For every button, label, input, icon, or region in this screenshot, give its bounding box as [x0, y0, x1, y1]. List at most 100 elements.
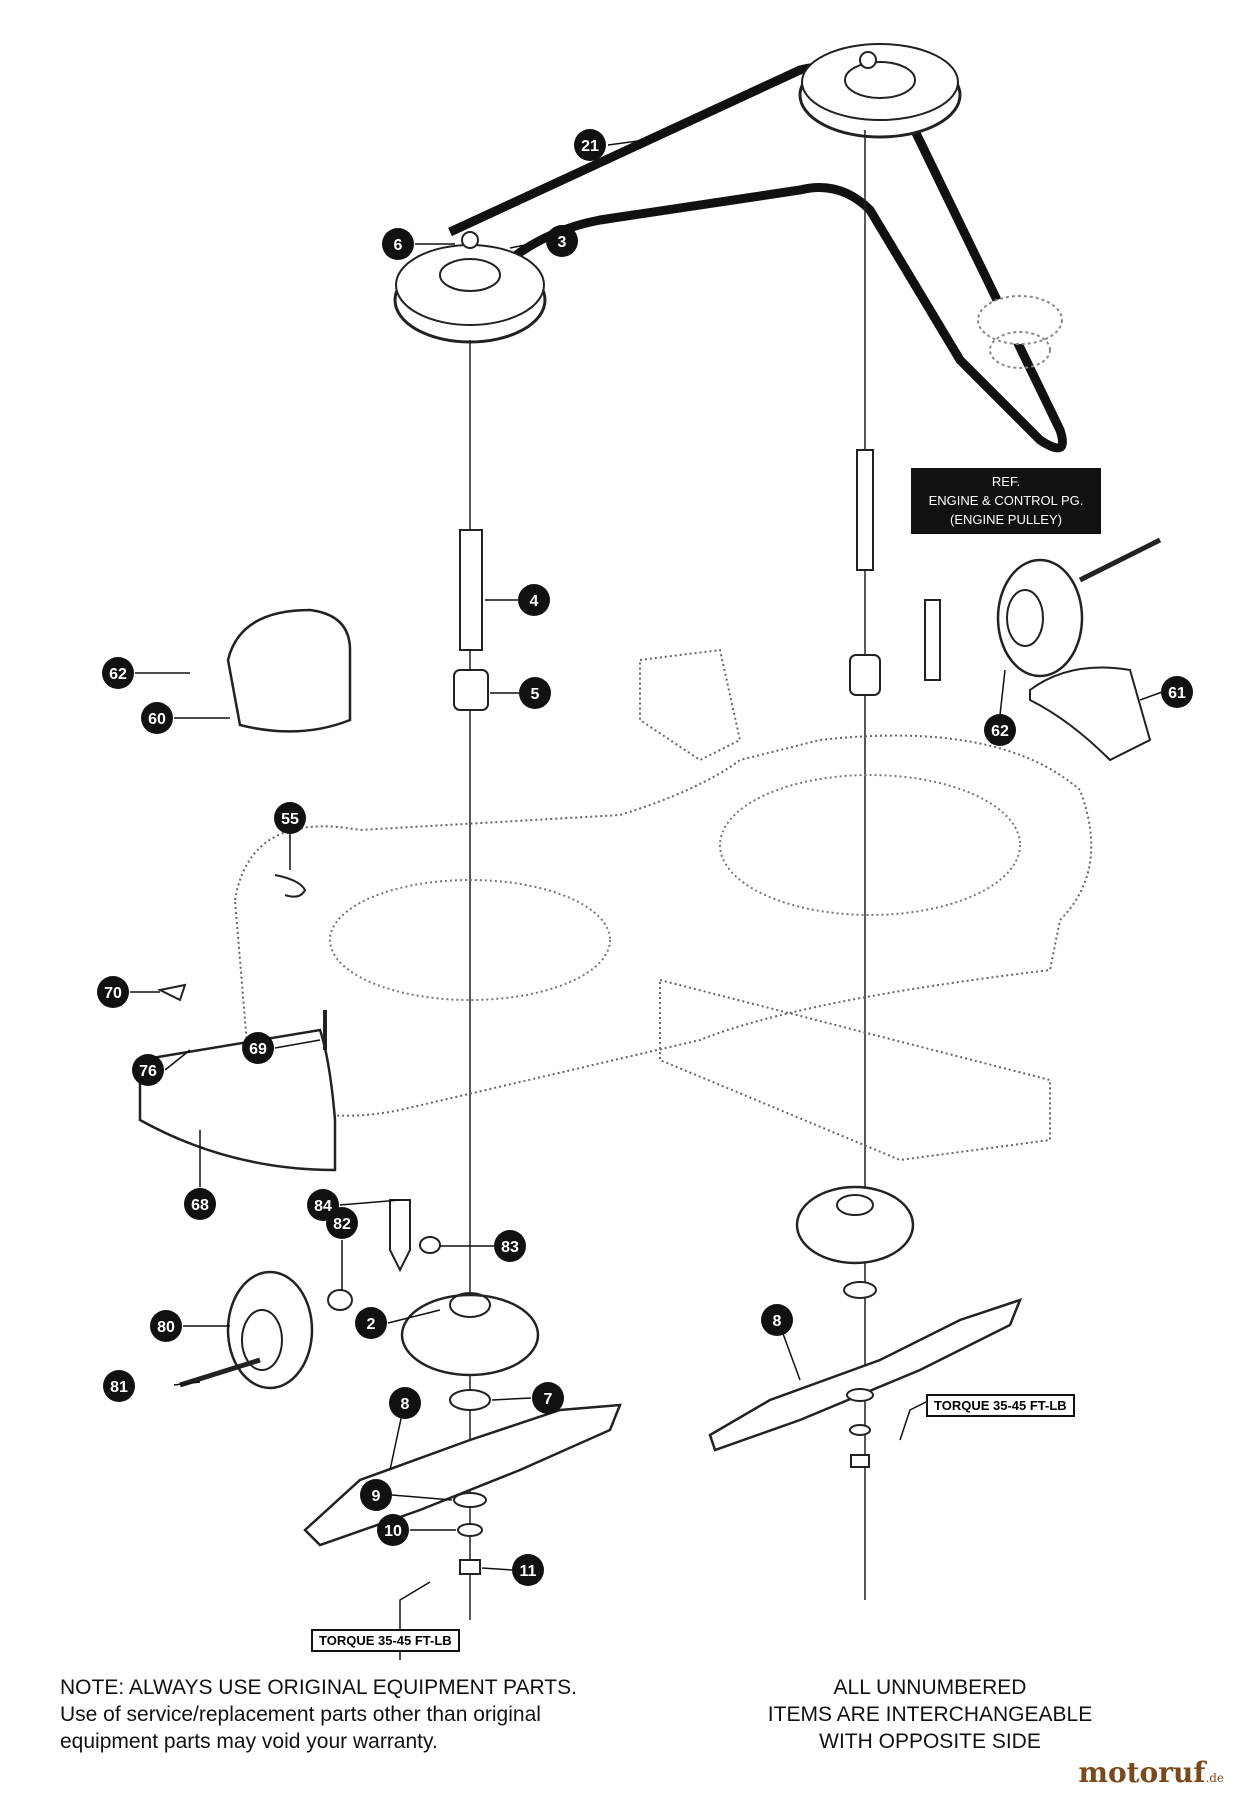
- blade-adapter-right: [795, 1185, 915, 1265]
- callout-number: 84: [314, 1198, 332, 1215]
- callout-circle: [382, 228, 414, 260]
- height-bracket: [389, 1199, 411, 1273]
- callout-number: 2: [367, 1316, 376, 1333]
- gauge-wheel-left: [179, 1270, 314, 1390]
- callout-circle: [532, 1382, 564, 1414]
- ref-line-1: REF.: [991, 474, 1021, 489]
- ref-line-3: (ENGINE PULLEY): [950, 512, 1062, 527]
- warranty-note: NOTE: ALWAYS USE ORIGINAL EQUIPMENT PART…: [60, 1674, 660, 1755]
- watermark-main: motoruf: [1078, 1756, 1206, 1789]
- engine-pulley: [977, 295, 1063, 369]
- callout-c62b: 62: [984, 714, 1016, 746]
- callout-c6: 6: [382, 228, 414, 260]
- callout-circle: [360, 1479, 392, 1511]
- blade-adapter-left: [400, 1292, 540, 1377]
- nut-left: [459, 1559, 481, 1575]
- blade-right: [708, 1297, 1023, 1452]
- callout-number: 21: [581, 138, 599, 155]
- washer-right: [846, 1388, 874, 1402]
- right-spacer: [849, 654, 881, 696]
- callout-number: 68: [191, 1197, 209, 1214]
- callout-number: 61: [1168, 685, 1186, 702]
- callout-circle: [494, 1230, 526, 1262]
- callout-number: 70: [104, 985, 122, 1002]
- callout-c70: 70: [97, 976, 129, 1008]
- callout-number: 6: [394, 237, 403, 254]
- callout-c80: 80: [150, 1310, 182, 1342]
- deck-bracket: [659, 978, 1051, 1162]
- callout-number: 8: [401, 1396, 410, 1413]
- note-right-line-2: ITEMS ARE INTERCHANGEABLE: [767, 1703, 1093, 1726]
- arm-right: [924, 599, 941, 681]
- deck-mount: [639, 648, 742, 762]
- callout-c82: 82: [326, 1207, 358, 1239]
- callout-circle: [761, 1304, 793, 1336]
- callout-circle: [326, 1207, 358, 1239]
- belt-cover-right: [1029, 666, 1152, 762]
- callout-number: 82: [333, 1216, 351, 1233]
- clip-55: [274, 874, 307, 898]
- callout-circle: [377, 1514, 409, 1546]
- bushing-83: [419, 1236, 441, 1254]
- engine-pulley-reference-box: REF. ENGINE & CONTROL PG. (ENGINE PULLEY…: [911, 468, 1101, 534]
- callout-circle: [274, 802, 306, 834]
- callout-circle: [518, 584, 550, 616]
- note-line-3: equipment parts may void your warranty.: [60, 1730, 438, 1753]
- washer-left: [453, 1492, 487, 1508]
- callout-c61: 61: [1161, 676, 1193, 708]
- callout-c60: 60: [141, 702, 173, 734]
- wing-nut-70: [156, 983, 187, 1002]
- callout-c10: 10: [377, 1514, 409, 1546]
- callout-number: 3: [558, 234, 567, 251]
- callout-c3: 3: [546, 225, 578, 257]
- torque-label-left: TORQUE 35-45 FT-LB: [311, 1629, 460, 1652]
- left-spacer: [453, 669, 489, 711]
- callout-circle: [242, 1032, 274, 1064]
- callout-circle: [574, 129, 606, 161]
- lock-washer-left: [457, 1523, 483, 1537]
- callout-circle: [389, 1387, 421, 1419]
- callout-c76: 76: [132, 1054, 164, 1086]
- callout-number: 10: [384, 1523, 402, 1540]
- callout-number: 8: [773, 1313, 782, 1330]
- callout-circle: [1161, 676, 1193, 708]
- right-spindle-shaft: [856, 449, 874, 571]
- callout-circle: [184, 1188, 216, 1220]
- left-deck-chamber: [329, 879, 611, 1001]
- callout-circle: [984, 714, 1016, 746]
- callout-circle: [102, 657, 134, 689]
- callout-c5: 5: [519, 677, 551, 709]
- callout-circle: [103, 1370, 135, 1402]
- callout-number: 80: [157, 1319, 175, 1336]
- callout-number: 9: [372, 1488, 381, 1505]
- callout-number: 62: [991, 723, 1009, 740]
- callout-circle: [519, 677, 551, 709]
- interchangeable-note: ALL UNNUMBERED ITEMS ARE INTERCHANGEABLE…: [720, 1674, 1140, 1755]
- callout-number: 11: [520, 1563, 537, 1580]
- mower-deck: [233, 734, 1093, 1117]
- left-spindle-shaft: [459, 529, 483, 651]
- deck-baffle: [138, 1028, 337, 1172]
- callout-c9: 9: [360, 1479, 392, 1511]
- callout-number: 62: [109, 666, 127, 683]
- blade-left: [303, 1403, 622, 1547]
- spindle-pulley: [393, 231, 547, 344]
- note-right-line-1: ALL UNNUMBERED: [833, 1676, 1027, 1699]
- right-deck-chamber: [719, 774, 1021, 916]
- callout-circle: [512, 1554, 544, 1586]
- callout-c8b: 8: [761, 1304, 793, 1336]
- callout-c7: 7: [532, 1382, 564, 1414]
- callout-circle: [546, 225, 578, 257]
- callout-number: 55: [281, 811, 299, 828]
- note-line-1: NOTE: ALWAYS USE ORIGINAL EQUIPMENT PART…: [60, 1676, 577, 1699]
- callout-c4: 4: [518, 584, 550, 616]
- torque-label-right: TORQUE 35-45 FT-LB: [926, 1394, 1075, 1417]
- callout-number: 69: [249, 1041, 267, 1058]
- callout-number: 7: [544, 1391, 553, 1408]
- callout-c62a: 62: [102, 657, 134, 689]
- idler-pulley: [798, 43, 962, 139]
- callout-c68: 68: [184, 1188, 216, 1220]
- callout-c69: 69: [242, 1032, 274, 1064]
- watermark-logo: motoruf.de: [1078, 1756, 1224, 1789]
